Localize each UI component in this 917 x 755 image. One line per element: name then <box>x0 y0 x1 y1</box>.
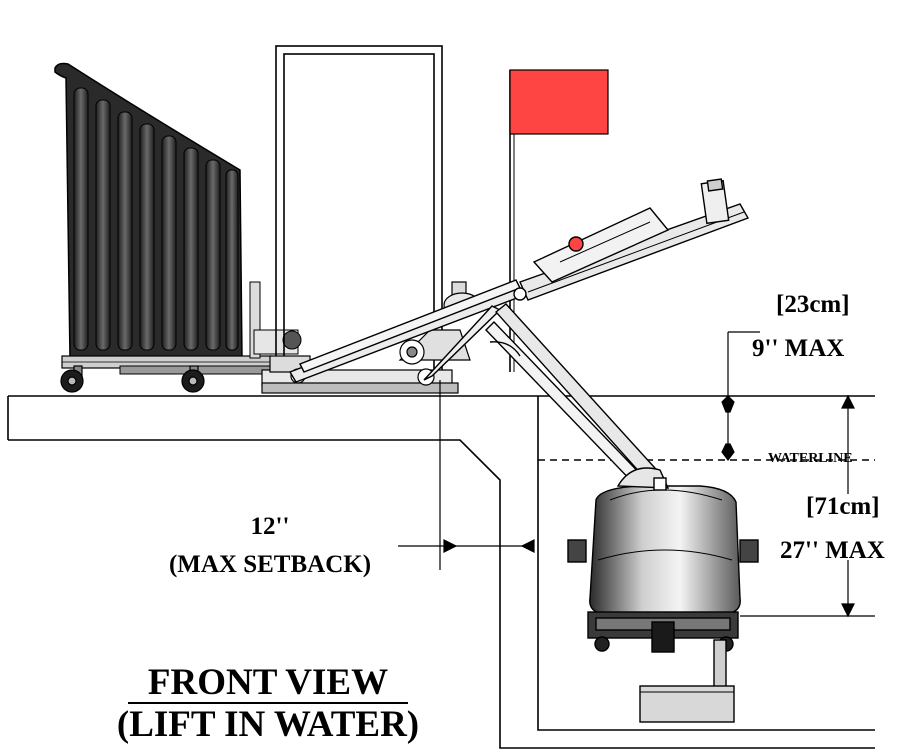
lift-boom <box>288 178 750 491</box>
height-cm-label: [23cm] <box>776 291 850 318</box>
depth-in-label: 27'' MAX <box>780 537 885 564</box>
dimension-27in <box>740 394 875 618</box>
depth-cm-label: [71cm] <box>806 493 880 520</box>
setback-in-label: 12'' <box>250 513 290 540</box>
dimension-9in <box>721 331 760 461</box>
storage-cart <box>54 62 302 393</box>
view-subtitle: (LIFT IN WATER) <box>116 704 420 745</box>
dimension-12in <box>398 380 535 570</box>
waterline-label: WATERLINE <box>768 451 853 466</box>
setback-note-label: (MAX SETBACK) <box>168 551 372 578</box>
flag-cloth <box>509 69 609 135</box>
height-in-label: 9'' MAX <box>752 335 845 362</box>
pool-deck-outline <box>7 395 875 749</box>
lift-seat <box>567 467 759 723</box>
view-title: FRONT VIEW <box>147 662 389 703</box>
